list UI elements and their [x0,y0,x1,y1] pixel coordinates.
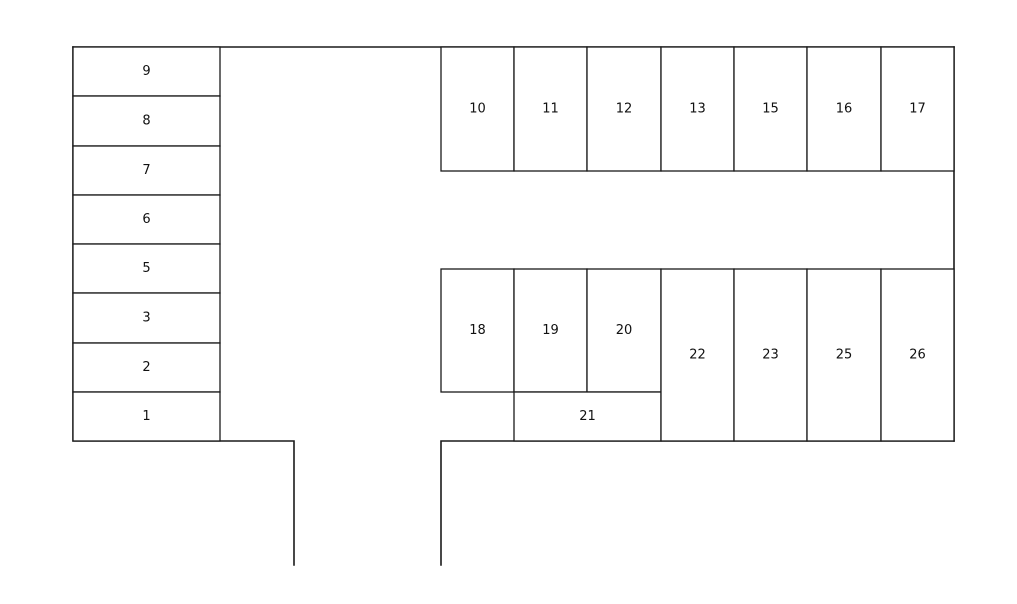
stall-label: 12 [616,102,633,117]
stall-label: 22 [689,348,706,363]
stall-17[interactable]: 17 [880,46,955,172]
stall-10[interactable]: 10 [440,46,515,172]
stall-1[interactable]: 1 [72,391,221,442]
stall-label: 20 [616,323,633,338]
stall-20[interactable]: 20 [586,268,662,393]
stall-label: 13 [689,102,706,117]
stall-11[interactable]: 11 [513,46,588,172]
stall-label: 3 [142,311,150,326]
stall-label: 16 [836,102,853,117]
stall-label: 6 [142,212,150,227]
stall-label: 7 [142,163,150,178]
stall-label: 5 [142,261,150,276]
stall-23[interactable]: 23 [733,268,808,442]
stall-label: 10 [469,102,486,117]
stall-label: 19 [542,323,559,338]
stall-9[interactable]: 9 [72,46,221,97]
stall-label: 17 [909,102,926,117]
stall-2[interactable]: 2 [72,342,221,393]
stall-13[interactable]: 13 [660,46,735,172]
stall-8[interactable]: 8 [72,95,221,147]
stall-label: 26 [909,348,926,363]
stall-7[interactable]: 7 [72,145,221,196]
stall-label: 15 [762,102,779,117]
stall-label: 25 [836,348,853,363]
stall-label: 9 [142,64,150,79]
stall-3[interactable]: 3 [72,292,221,344]
stall-6[interactable]: 6 [72,194,221,245]
stall-19[interactable]: 19 [513,268,588,393]
stall-label: 2 [142,360,150,375]
stall-25[interactable]: 25 [806,268,882,442]
stall-5[interactable]: 5 [72,243,221,294]
stall-22[interactable]: 22 [660,268,735,442]
stall-label: 18 [469,323,486,338]
stall-12[interactable]: 12 [586,46,662,172]
stall-label: 11 [542,102,559,117]
stall-label: 21 [579,409,596,424]
stall-label: 1 [142,409,150,424]
stall-label: 8 [142,114,150,129]
right-entrance-wall [440,440,955,566]
stall-label: 23 [762,348,779,363]
stall-26[interactable]: 26 [880,268,955,442]
stall-16[interactable]: 16 [806,46,882,172]
stall-15[interactable]: 15 [733,46,808,172]
stall-21[interactable]: 21 [513,391,662,442]
stall-18[interactable]: 18 [440,268,515,393]
